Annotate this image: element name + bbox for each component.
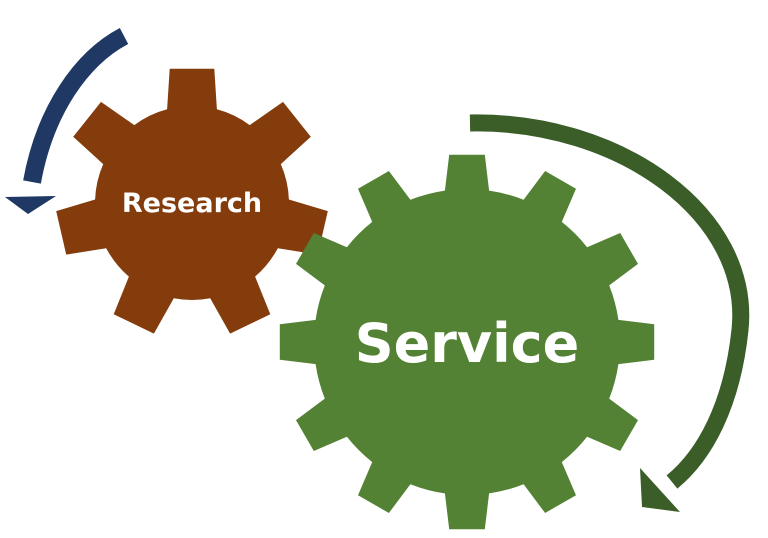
research-cycle-arrow (5, 28, 129, 214)
service-cycle-arrow (469, 114, 750, 512)
research-arrow-head (5, 196, 56, 214)
service-arrow-shaft (469, 114, 750, 489)
research-gear-shape (56, 68, 328, 334)
research-arrow-shaft (23, 28, 129, 184)
research-gear: Research (56, 68, 328, 334)
service-arrow-head (640, 468, 680, 512)
research-label: Research (122, 188, 262, 219)
service-gear: Service (279, 154, 655, 530)
service-gear-shape (279, 154, 655, 530)
service-label: Service (355, 312, 580, 375)
